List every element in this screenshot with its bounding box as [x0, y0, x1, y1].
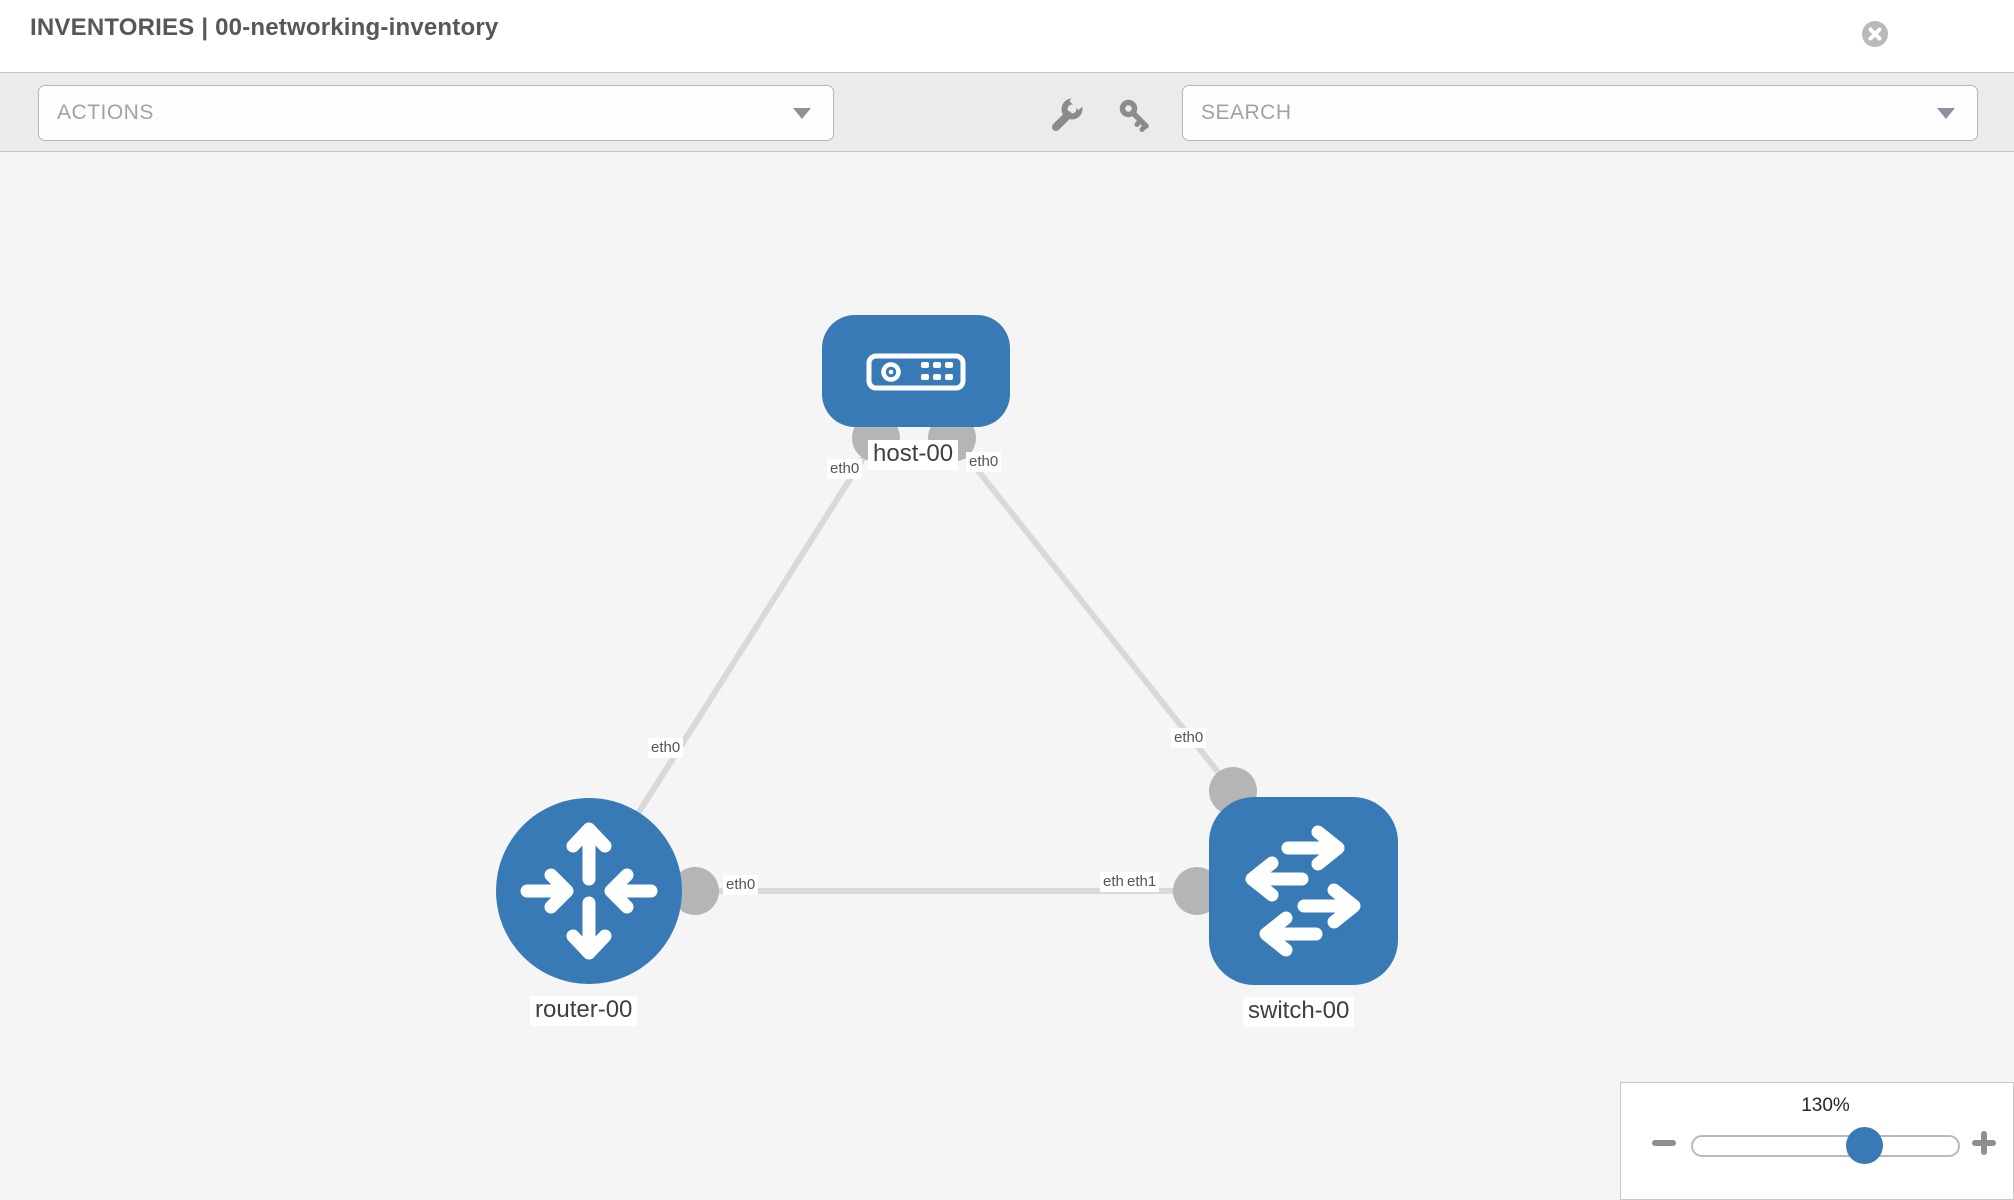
wrench-icon [1052, 93, 1086, 131]
minus-icon [1652, 1140, 1676, 1146]
link-endpoints-layer [671, 414, 1257, 915]
topology-svg [496, 315, 1398, 985]
interface-label: eth0 [723, 875, 759, 895]
credentials-button[interactable] [1117, 97, 1153, 133]
node-label-switch: switch-00 [1243, 997, 1355, 1027]
zoom-level-label: 130% [1801, 1095, 1850, 1116]
page-title: INVENTORIES | 00-networking-inventory [30, 14, 499, 41]
chevron-down-icon [1937, 108, 1955, 119]
key-icon [1119, 99, 1149, 132]
zoom-slider-thumb[interactable] [1846, 1127, 1883, 1164]
zoom-panel: 130% [1620, 1082, 2014, 1200]
search-dropdown-label: SEARCH [1201, 101, 1292, 124]
actions-dropdown[interactable]: ACTIONS [38, 85, 834, 141]
node-router[interactable] [496, 798, 682, 984]
actions-dropdown-label: ACTIONS [57, 101, 154, 124]
page-header: INVENTORIES | 00-networking-inventory [0, 0, 2014, 72]
topology-canvas[interactable]: host-00 router-00 switch-00 eth0 eth0 et… [0, 152, 2014, 1200]
zoom-out-button[interactable] [1647, 1126, 1681, 1160]
interface-label: eth0 [827, 459, 863, 479]
close-button[interactable] [1862, 21, 1888, 47]
router-arrows-icon [520, 822, 658, 960]
close-icon [1862, 21, 1888, 47]
node-label-host: host-00 [868, 440, 959, 470]
search-dropdown[interactable]: SEARCH [1182, 85, 1978, 141]
interface-label: eth0 [1171, 728, 1207, 748]
interface-label: eth1 [1124, 872, 1160, 892]
endpoint-router-eth0 [671, 867, 719, 915]
node-label-router: router-00 [530, 996, 638, 1026]
zoom-slider[interactable] [1691, 1135, 1960, 1157]
interface-label: eth0 [648, 738, 684, 758]
tools-button[interactable] [1048, 93, 1086, 133]
zoom-in-button[interactable] [1967, 1126, 2001, 1160]
toolbar: ACTIONS SEARCH [0, 72, 2014, 152]
interface-label: eth0 [966, 452, 1002, 472]
node-host[interactable] [822, 315, 1010, 427]
chevron-down-icon [793, 108, 811, 119]
host-device-icon [866, 353, 966, 391]
switch-arrows-icon [1245, 825, 1361, 957]
links-layer [586, 436, 1236, 894]
node-switch[interactable] [1209, 797, 1398, 985]
